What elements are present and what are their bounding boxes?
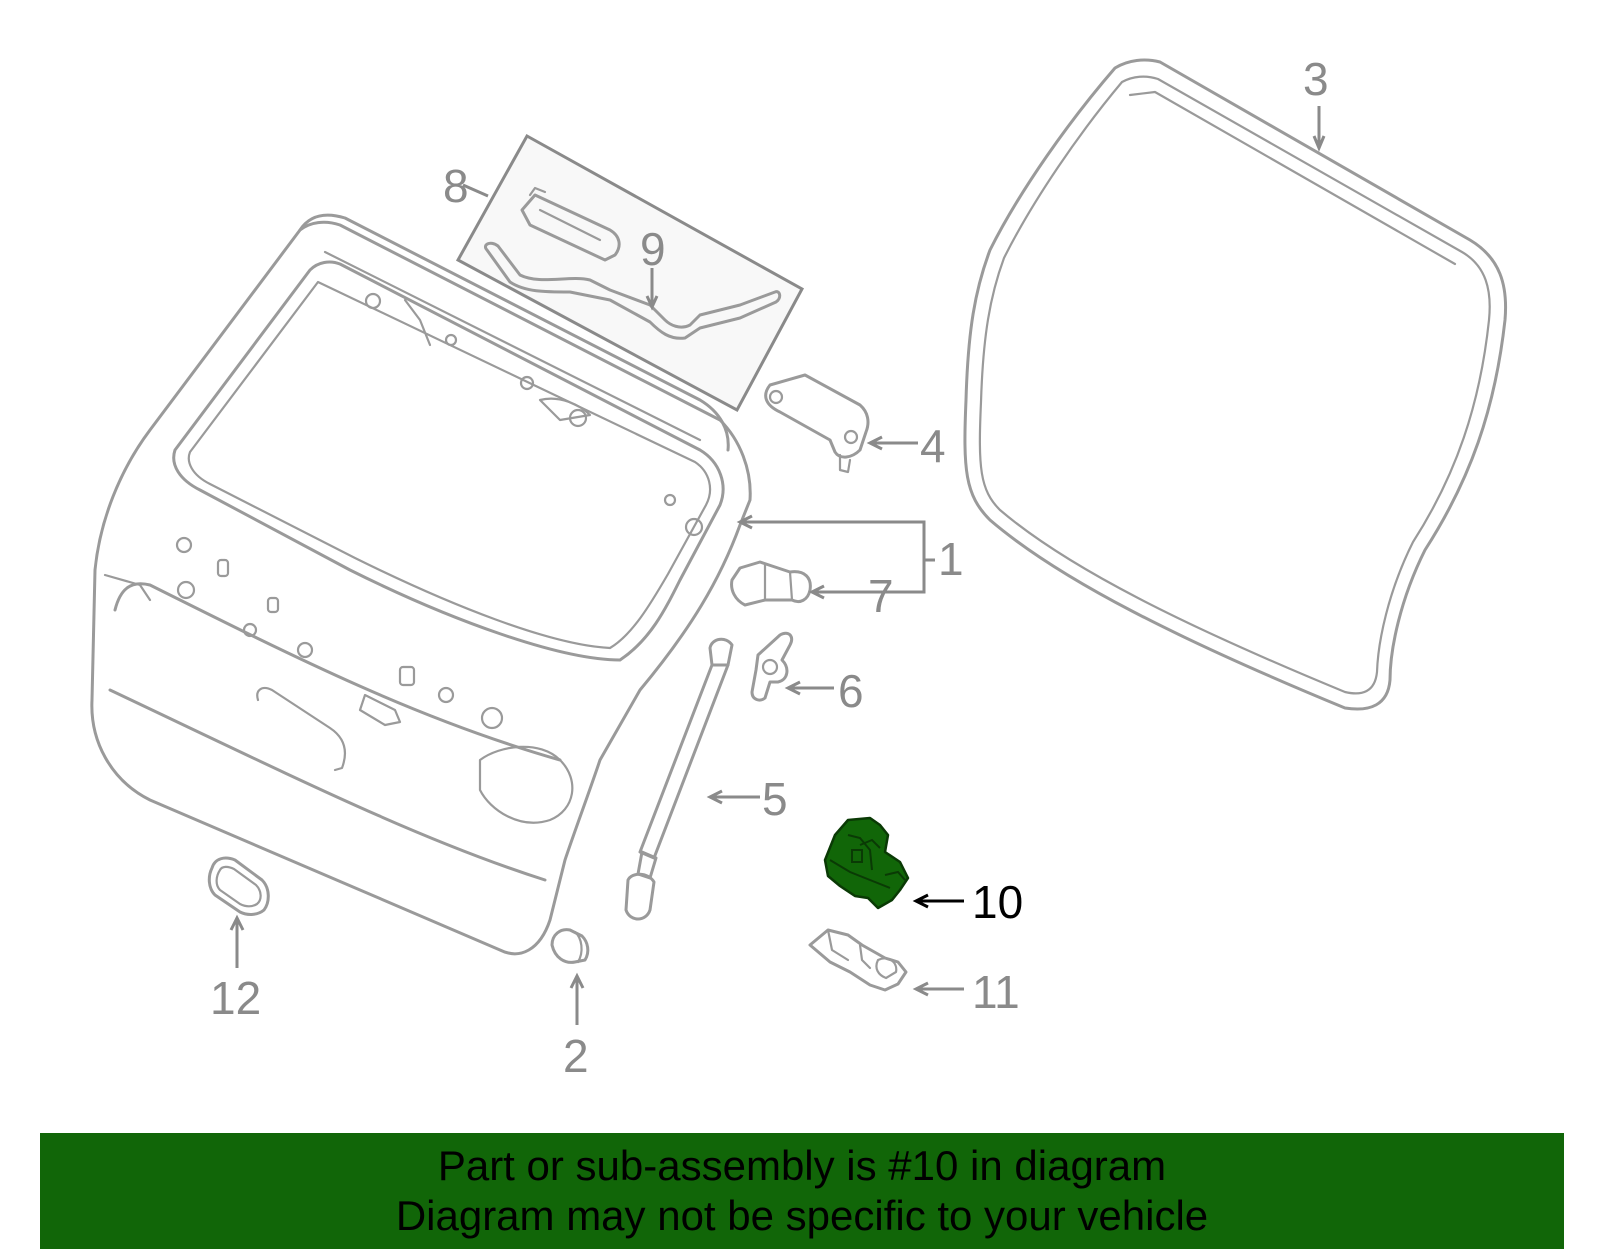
latch-bracket[interactable] xyxy=(808,928,908,992)
hinge[interactable] xyxy=(764,373,870,474)
callout-3: 3 xyxy=(1303,53,1329,105)
callout-5: 5 xyxy=(762,773,788,825)
gas-strut[interactable] xyxy=(624,637,734,921)
callout-9: 9 xyxy=(640,223,666,275)
license-lamp-box xyxy=(455,133,805,413)
info-banner: Part or sub-assembly is #10 in diagram D… xyxy=(40,1133,1564,1249)
callout-4: 4 xyxy=(920,420,946,472)
banner-line-part: Part or sub-assembly is #10 in diagram xyxy=(437,1142,1167,1189)
license-lamp-harness[interactable] xyxy=(483,241,782,340)
liftgate-panel[interactable] xyxy=(90,213,752,956)
leader-lines xyxy=(229,106,1326,1025)
callout-7: 7 xyxy=(868,570,894,622)
banner-line-disclaimer: Diagram may not be specific to your vehi… xyxy=(395,1192,1209,1239)
callout-2: 2 xyxy=(563,1030,589,1082)
bracket[interactable] xyxy=(750,631,794,702)
callout-8: 8 xyxy=(443,160,469,212)
callout-1: 1 xyxy=(938,533,964,585)
cap-plug[interactable] xyxy=(550,928,590,964)
callout-labels: 1 2 3 4 5 6 7 8 9 10 11 12 xyxy=(210,53,1329,1082)
callout-12: 12 xyxy=(210,972,261,1024)
callout-11: 11 xyxy=(972,966,1020,1018)
license-lamp-assembly[interactable] xyxy=(520,186,621,262)
bumper-stop[interactable] xyxy=(730,560,812,607)
latch-actuator[interactable] xyxy=(823,816,910,910)
callout-6: 6 xyxy=(838,665,864,717)
emblem-plate[interactable] xyxy=(207,856,270,916)
weatherstrip[interactable] xyxy=(963,58,1508,711)
callout-10: 10 xyxy=(972,876,1023,928)
